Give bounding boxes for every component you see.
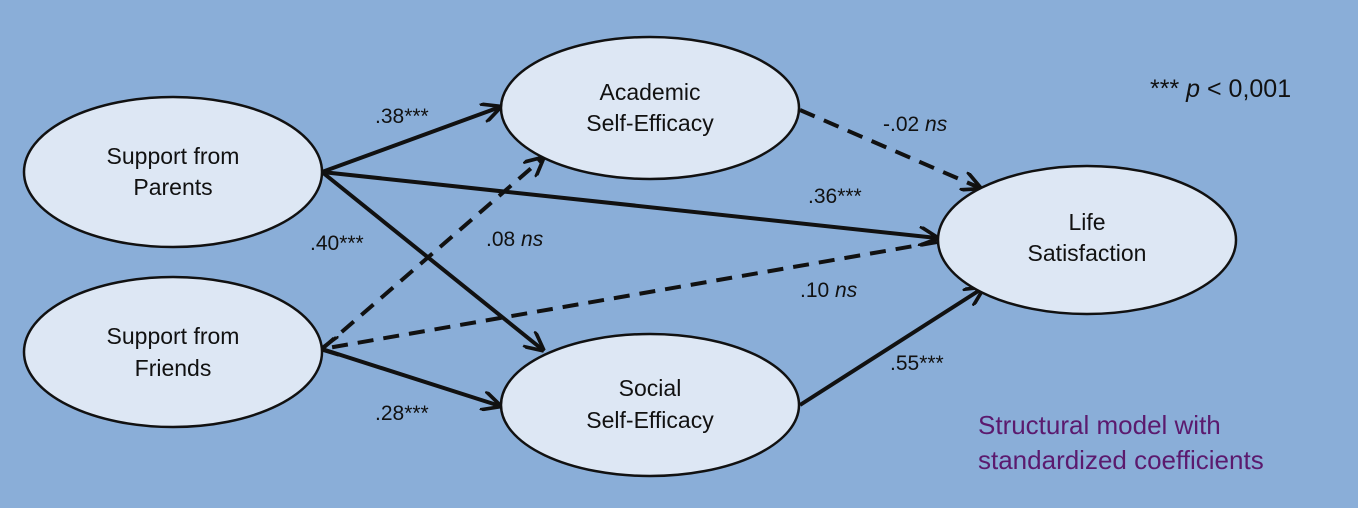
path-friends-life <box>322 240 938 349</box>
node-label-line2: Friends <box>135 355 212 381</box>
path-parents-life <box>321 170 937 238</box>
caption-line2: standardized coefficients <box>978 445 1264 475</box>
node-academic-self-efficacy: Academic Self-Efficacy <box>499 35 801 181</box>
node-support-parents: Support from Parents <box>22 95 324 249</box>
path-parents-academic <box>321 107 500 174</box>
node-label-line1: Support from <box>107 143 240 169</box>
node-support-friends: Support from Friends <box>22 275 324 429</box>
node-label-line2: Parents <box>133 174 212 200</box>
coef-parents-academic: .38*** <box>375 105 429 128</box>
path-friends-academic <box>320 158 543 351</box>
significance-legend: *** p < 0,001 <box>1150 75 1291 103</box>
node-label-line2: Self-Efficacy <box>586 110 714 136</box>
coef-friends-social: .28*** <box>375 402 429 425</box>
node-label-line1: Life <box>1068 209 1105 235</box>
node-life-satisfaction: Life Satisfaction <box>936 164 1238 316</box>
node-label-line1: Social <box>619 375 682 401</box>
node-label-line2: Self-Efficacy <box>586 407 714 433</box>
caption-line1: Structural model with <box>978 410 1221 440</box>
coef-friends-academic: .08 ns <box>486 228 544 251</box>
node-label-line1: Support from <box>107 323 240 349</box>
node-social-self-efficacy: Social Self-Efficacy <box>499 332 801 478</box>
coef-academic-life: -.02 ns <box>883 113 948 136</box>
path-academic-life <box>799 108 980 188</box>
coef-friends-life: .10 ns <box>800 279 858 302</box>
node-label-line1: Academic <box>600 79 701 105</box>
path-parents-social <box>320 170 543 350</box>
path-friends-social <box>321 347 500 406</box>
path-social-life <box>798 288 983 407</box>
coef-social-life: .55*** <box>890 352 944 375</box>
coef-parents-social: .40*** <box>310 232 364 255</box>
coef-parents-life: .36*** <box>808 185 862 208</box>
node-label-line2: Satisfaction <box>1028 240 1147 266</box>
